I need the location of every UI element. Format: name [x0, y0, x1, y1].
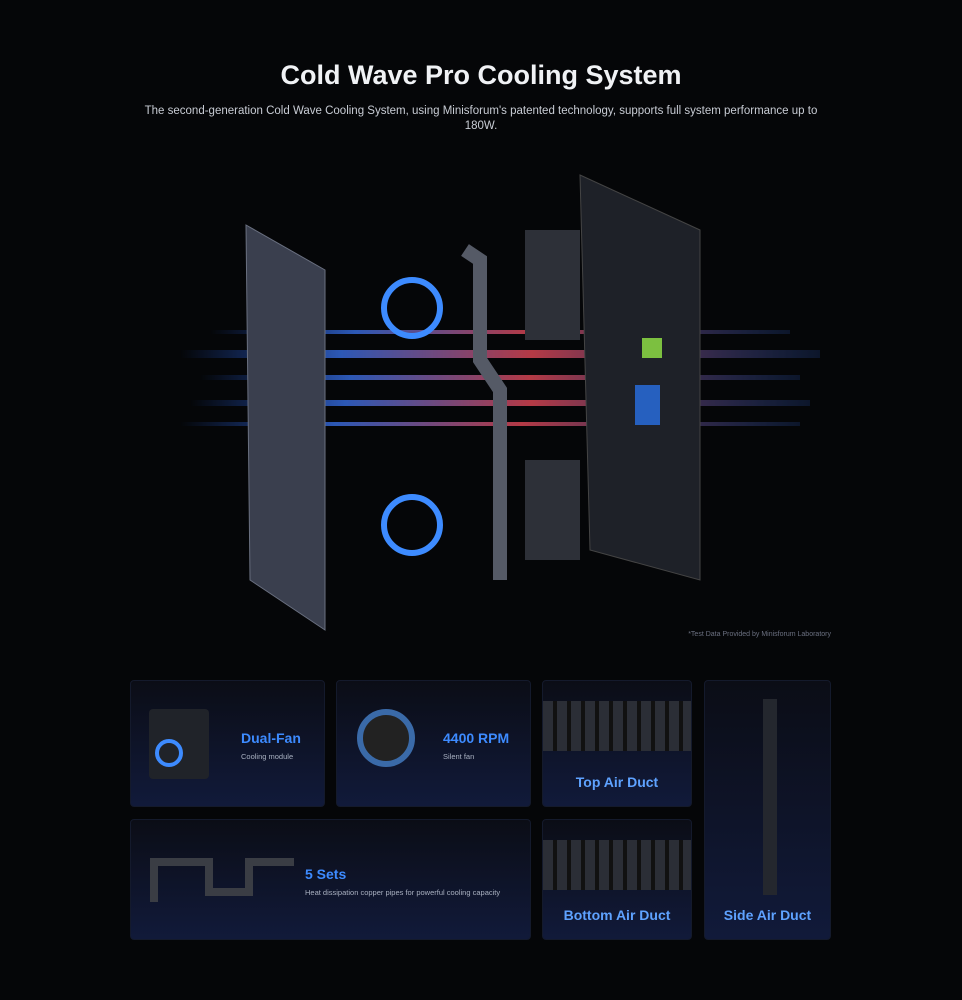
- feature-title: Top Air Duct: [575, 774, 659, 790]
- feature-caption: Cooling module: [241, 752, 294, 761]
- heat-pipes: [461, 244, 507, 580]
- feature-card-side-duct: Side Air Duct: [704, 680, 831, 940]
- feature-card-top-duct: Top Air Duct: [542, 680, 692, 807]
- vent-icon: [543, 840, 691, 890]
- top-fan: [381, 277, 443, 339]
- blower-fan-icon: [149, 709, 209, 779]
- mini-pc-chassis: [579, 174, 701, 581]
- mesh-side-panel: [245, 224, 326, 631]
- bottom-fan: [381, 494, 443, 556]
- feature-caption: Heat dissipation copper pipes for powerf…: [305, 888, 501, 897]
- feature-card-rpm: 4400 RPM Silent fan: [336, 680, 531, 807]
- fan-icon: [357, 709, 415, 767]
- feature-card-heat-pipes: 5 Sets Heat dissipation copper pipes for…: [130, 819, 531, 940]
- vent-icon: [543, 701, 691, 751]
- feature-title: Bottom Air Duct: [563, 907, 671, 923]
- bottom-blower: [525, 460, 580, 560]
- page-subtitle: The second-generation Cold Wave Cooling …: [144, 105, 818, 132]
- chip: [642, 338, 662, 358]
- exploded-cooling-illustration: [180, 174, 820, 631]
- heat-pipe-icon: [150, 858, 294, 902]
- feature-title: Side Air Duct: [723, 907, 812, 923]
- top-blower: [525, 230, 580, 340]
- feature-title: Dual-Fan: [241, 730, 301, 746]
- test-data-note: *Test Data Provided by Minisforum Labora…: [688, 631, 831, 638]
- page-title: Cold Wave Pro Cooling System: [280, 60, 682, 90]
- feature-title: 5 Sets: [305, 866, 347, 882]
- ssd: [635, 385, 660, 425]
- feature-card-dual-fan: Dual-Fan Cooling module: [130, 680, 325, 807]
- tower-pc-icon: [763, 699, 777, 895]
- feature-caption: Silent fan: [443, 752, 475, 761]
- feature-card-bottom-duct: Bottom Air Duct: [542, 819, 692, 940]
- feature-title: 4400 RPM: [443, 730, 510, 746]
